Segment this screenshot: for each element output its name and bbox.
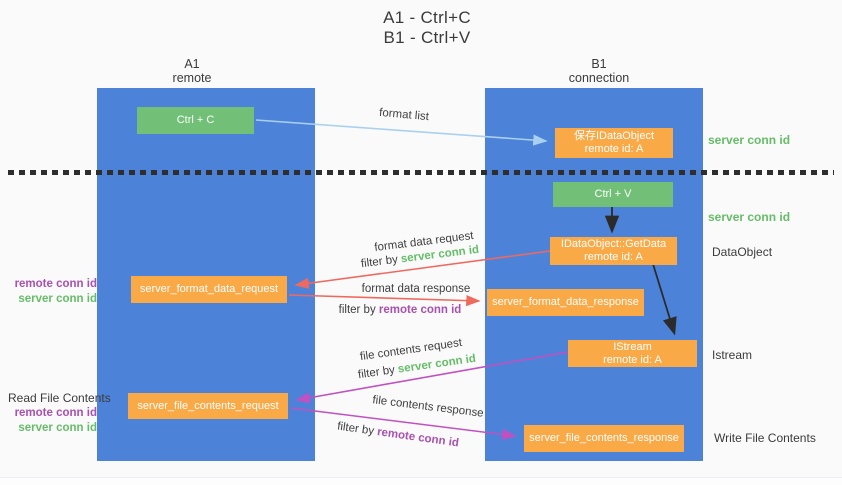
lifeline-b1-role: connection — [568, 71, 630, 85]
window-bottom-edge — [0, 477, 842, 485]
server-format-data-response-box: server_format_data_response — [487, 289, 644, 316]
format-response-label: server_format_data_response — [492, 296, 639, 308]
server-file-contents-response-box: server_file_contents_response — [524, 425, 684, 452]
lifeline-header-a1: A1 remote — [122, 57, 262, 85]
remote-conn-id-label: remote conn id — [14, 407, 97, 419]
idataobject-getdata-box: IDataObject::GetData remote id: A — [550, 237, 677, 265]
save-idataobject-remote-id: remote id: A — [584, 143, 644, 155]
file-contents-request-arrow — [295, 351, 569, 404]
diagram-title: A1 - Ctrl+C B1 - Ctrl+V — [277, 8, 577, 48]
file-request-label: server_file_contents_request — [137, 399, 279, 412]
file-response-label: server_file_contents_response — [529, 432, 679, 444]
dataobject-annotation: DataObject — [712, 245, 773, 259]
istream-remote-id: remote id: A — [603, 353, 662, 366]
format-request-label: server_format_data_request — [139, 283, 279, 295]
getdata-remote-id: remote id: A — [584, 251, 643, 263]
ctrl-c-action-box: Ctrl + C — [137, 107, 254, 134]
filter-by-text: filter by — [338, 304, 379, 316]
title-line-2: B1 - Ctrl+V — [383, 28, 471, 47]
istream-annotation: Istream — [712, 348, 753, 362]
save-idataobject-box: 保存IDataObject remote id: A — [555, 128, 673, 158]
conn-id-stack-bottom: remote conn id server conn id — [8, 406, 97, 435]
conn-id-stack-top: remote conn id server conn id — [8, 277, 97, 306]
format-list-arrow — [255, 119, 548, 146]
format-response-filter-label: filter by remote conn id — [325, 304, 475, 316]
istream-label: IStream — [613, 340, 652, 353]
server-format-data-request-box: server_format_data_request — [131, 276, 287, 303]
server-conn-id-label-top: server conn id — [708, 133, 791, 147]
remote-conn-id-label: remote conn id — [14, 278, 97, 290]
session-separator-dotted-line — [8, 170, 834, 175]
istream-box: IStream remote id: A — [568, 340, 697, 367]
server-conn-id-label: server conn id — [18, 421, 97, 434]
lifeline-header-b1: B1 connection — [529, 57, 669, 85]
read-file-contents-annotation: Read File Contents — [8, 391, 111, 405]
write-file-contents-annotation: Write File Contents — [714, 431, 816, 445]
ctrl-v-label: Ctrl + V — [594, 188, 632, 200]
lifeline-a1-role: remote — [172, 71, 212, 85]
save-idataobject-label: 保存IDataObject — [573, 130, 655, 142]
ctrl-c-label: Ctrl + C — [176, 114, 215, 126]
getdata-label: IDataObject::GetData — [560, 238, 667, 250]
getdata-to-istream-arrow — [652, 263, 677, 336]
server-conn-id-label-mid: server conn id — [708, 210, 791, 224]
ctrl-v-action-box: Ctrl + V — [553, 182, 673, 207]
server-conn-id-label: server conn id — [18, 292, 97, 305]
format-data-response-arrow — [288, 294, 481, 307]
lifeline-b1-name: B1 — [591, 57, 607, 71]
format-data-request-arrow — [294, 250, 551, 289]
format-data-response-arrow-label: format data response — [361, 283, 471, 295]
title-line-1: A1 - Ctrl+C — [383, 8, 471, 27]
remote-conn-id-key: remote conn id — [378, 304, 462, 316]
lifeline-a1-name: A1 — [184, 57, 200, 71]
file-contents-response-arrow — [290, 407, 517, 440]
server-file-contents-request-box: server_file_contents_request — [128, 393, 288, 419]
